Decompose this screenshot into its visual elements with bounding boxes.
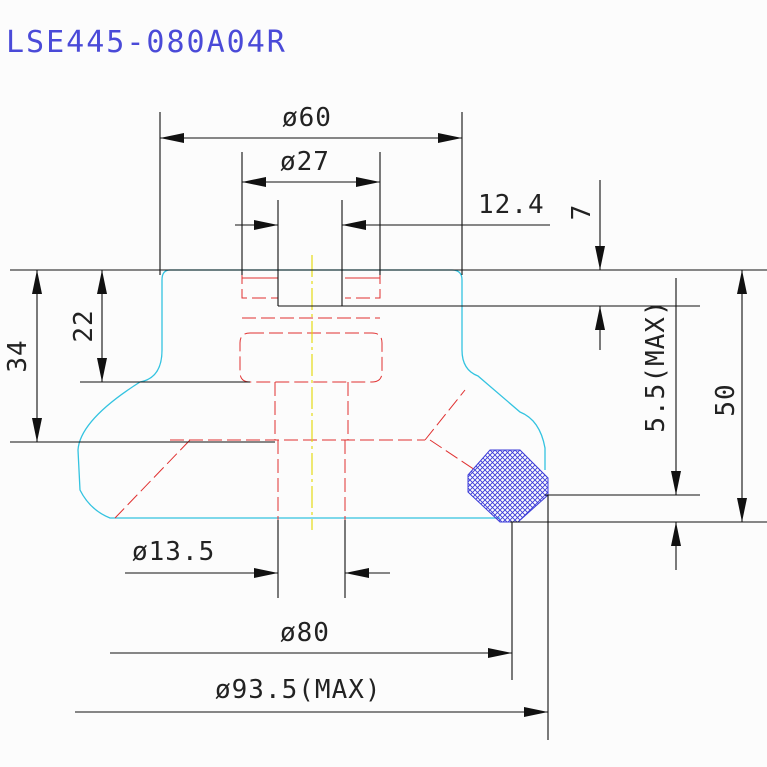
o-ring-section	[467, 449, 549, 523]
dim-d93-5-max: ø93.5(MAX)	[215, 675, 382, 705]
dim-d80: ø80	[280, 618, 330, 648]
dim-22: 22	[69, 309, 99, 342]
dim-d27: ø27	[280, 147, 330, 177]
hidden-lines	[114, 270, 476, 520]
dim-5-5-max: 5.5(MAX)	[641, 299, 671, 432]
arrowheads	[32, 133, 747, 717]
part-outline	[77, 269, 546, 519]
dim-50: 50	[711, 383, 741, 416]
drawing-title: LSE445-080A04R	[6, 25, 287, 60]
dim-7: 7	[567, 204, 597, 221]
dim-d13-5: ø13.5	[132, 537, 215, 567]
dim-d60: ø60	[282, 103, 332, 133]
dim-34: 34	[3, 339, 33, 372]
dim-12-4: 12.4	[478, 190, 545, 220]
